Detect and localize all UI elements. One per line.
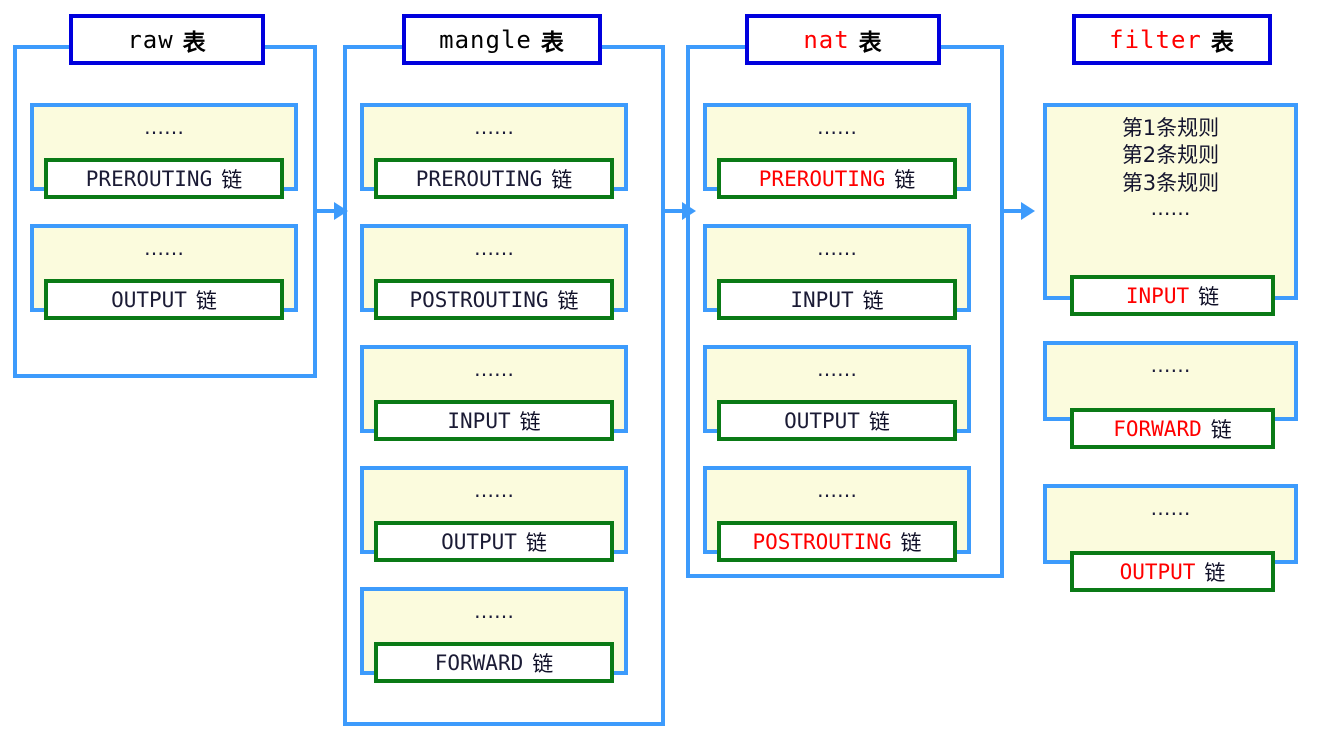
table-title-mangle: mangle 表 [402, 14, 602, 65]
table-title-filter: filter 表 [1072, 14, 1272, 65]
chain-suffix: 链 [519, 409, 541, 434]
chain-name: OUTPUT [441, 529, 517, 554]
chain-name: PREROUTING [758, 166, 886, 191]
chain-box-filter-output[interactable]: OUTPUT 链 [1070, 551, 1275, 592]
group-dots: …… [144, 236, 184, 260]
arrow-nat-to-filter [1004, 202, 1035, 220]
chain-name: OUTPUT [111, 287, 187, 312]
group-dots: …… [144, 115, 184, 139]
chain-name: PREROUTING [85, 166, 213, 191]
table-name-mangle: mangle [439, 25, 532, 54]
chain-box-filter-input[interactable]: INPUT 链 [1070, 275, 1275, 316]
chain-name: PREROUTING [415, 166, 543, 191]
table-suffix-mangle: 表 [540, 29, 565, 56]
group-dots: …… [474, 236, 514, 260]
rule-item: 第2条规则 [1121, 143, 1220, 168]
chain-group-filter-input: 第1条规则 第2条规则 第3条规则 …… [1043, 103, 1298, 300]
table-name-filter: filter [1109, 25, 1202, 54]
chain-suffix: 链 [525, 530, 547, 555]
chain-name: POSTROUTING [752, 529, 892, 554]
table-name-raw: raw [127, 25, 174, 54]
chain-name: FORWARD [1113, 416, 1202, 441]
group-dots: …… [474, 115, 514, 139]
group-dots: …… [474, 357, 514, 381]
chain-suffix: 链 [532, 651, 554, 676]
table-suffix-nat: 表 [858, 29, 883, 56]
chain-box-raw-output[interactable]: OUTPUT 链 [44, 279, 284, 320]
chain-name: INPUT [790, 287, 854, 312]
rule-item: 第3条规则 [1121, 170, 1220, 195]
group-dots: …… [817, 236, 857, 260]
table-title-nat: nat 表 [745, 14, 941, 65]
group-dots: …… [1150, 353, 1191, 377]
table-frame-raw [13, 45, 317, 378]
chain-box-mangle-output[interactable]: OUTPUT 链 [374, 521, 614, 562]
chain-name: OUTPUT [1119, 559, 1196, 584]
chain-suffix: 链 [1210, 417, 1232, 442]
group-dots: …… [817, 478, 857, 502]
chain-suffix: 链 [900, 530, 922, 555]
chain-suffix: 链 [195, 288, 217, 313]
chain-suffix: 链 [221, 167, 243, 192]
group-dots: …… [1150, 496, 1191, 520]
chain-box-mangle-prerouting[interactable]: PREROUTING 链 [374, 158, 614, 199]
chain-box-raw-prerouting[interactable]: PREROUTING 链 [44, 158, 284, 199]
chain-box-mangle-input[interactable]: INPUT 链 [374, 400, 614, 441]
chain-box-mangle-postrouting[interactable]: POSTROUTING 链 [374, 279, 614, 320]
chain-suffix: 链 [1204, 560, 1226, 585]
rule-item: 第1条规则 [1121, 116, 1220, 140]
group-dots: …… [817, 115, 857, 139]
chain-box-nat-postrouting[interactable]: POSTROUTING 链 [717, 521, 957, 562]
table-suffix-filter: 表 [1210, 29, 1235, 56]
chain-name: POSTROUTING [409, 287, 549, 312]
chain-suffix: 链 [862, 288, 884, 313]
group-dots: …… [817, 357, 857, 381]
chain-name: INPUT [447, 408, 511, 433]
chain-box-nat-input[interactable]: INPUT 链 [717, 279, 957, 320]
chain-suffix: 链 [1198, 284, 1220, 309]
table-suffix-raw: 表 [182, 29, 207, 56]
chain-name: OUTPUT [784, 408, 860, 433]
chain-name: FORWARD [434, 650, 524, 675]
table-title-raw: raw 表 [69, 14, 265, 65]
chain-name: INPUT [1125, 283, 1190, 308]
table-name-nat: nat [803, 25, 850, 54]
arrow-raw-to-mangle [317, 202, 348, 220]
chain-suffix: 链 [551, 167, 573, 192]
chain-box-nat-output[interactable]: OUTPUT 链 [717, 400, 957, 441]
group-dots: …… [474, 478, 514, 502]
chain-suffix: 链 [894, 167, 916, 192]
arrow-mangle-to-nat [665, 202, 696, 220]
chain-box-mangle-forward[interactable]: FORWARD 链 [374, 642, 614, 683]
chain-box-filter-forward[interactable]: FORWARD 链 [1070, 408, 1275, 449]
filter-rule-list: 第1条规则 第2条规则 第3条规则 …… [1047, 115, 1294, 219]
chain-suffix: 链 [868, 409, 890, 434]
group-dots: …… [1150, 195, 1191, 220]
chain-suffix: 链 [557, 288, 579, 313]
chain-box-nat-prerouting[interactable]: PREROUTING 链 [717, 158, 957, 199]
group-dots: …… [474, 599, 514, 623]
